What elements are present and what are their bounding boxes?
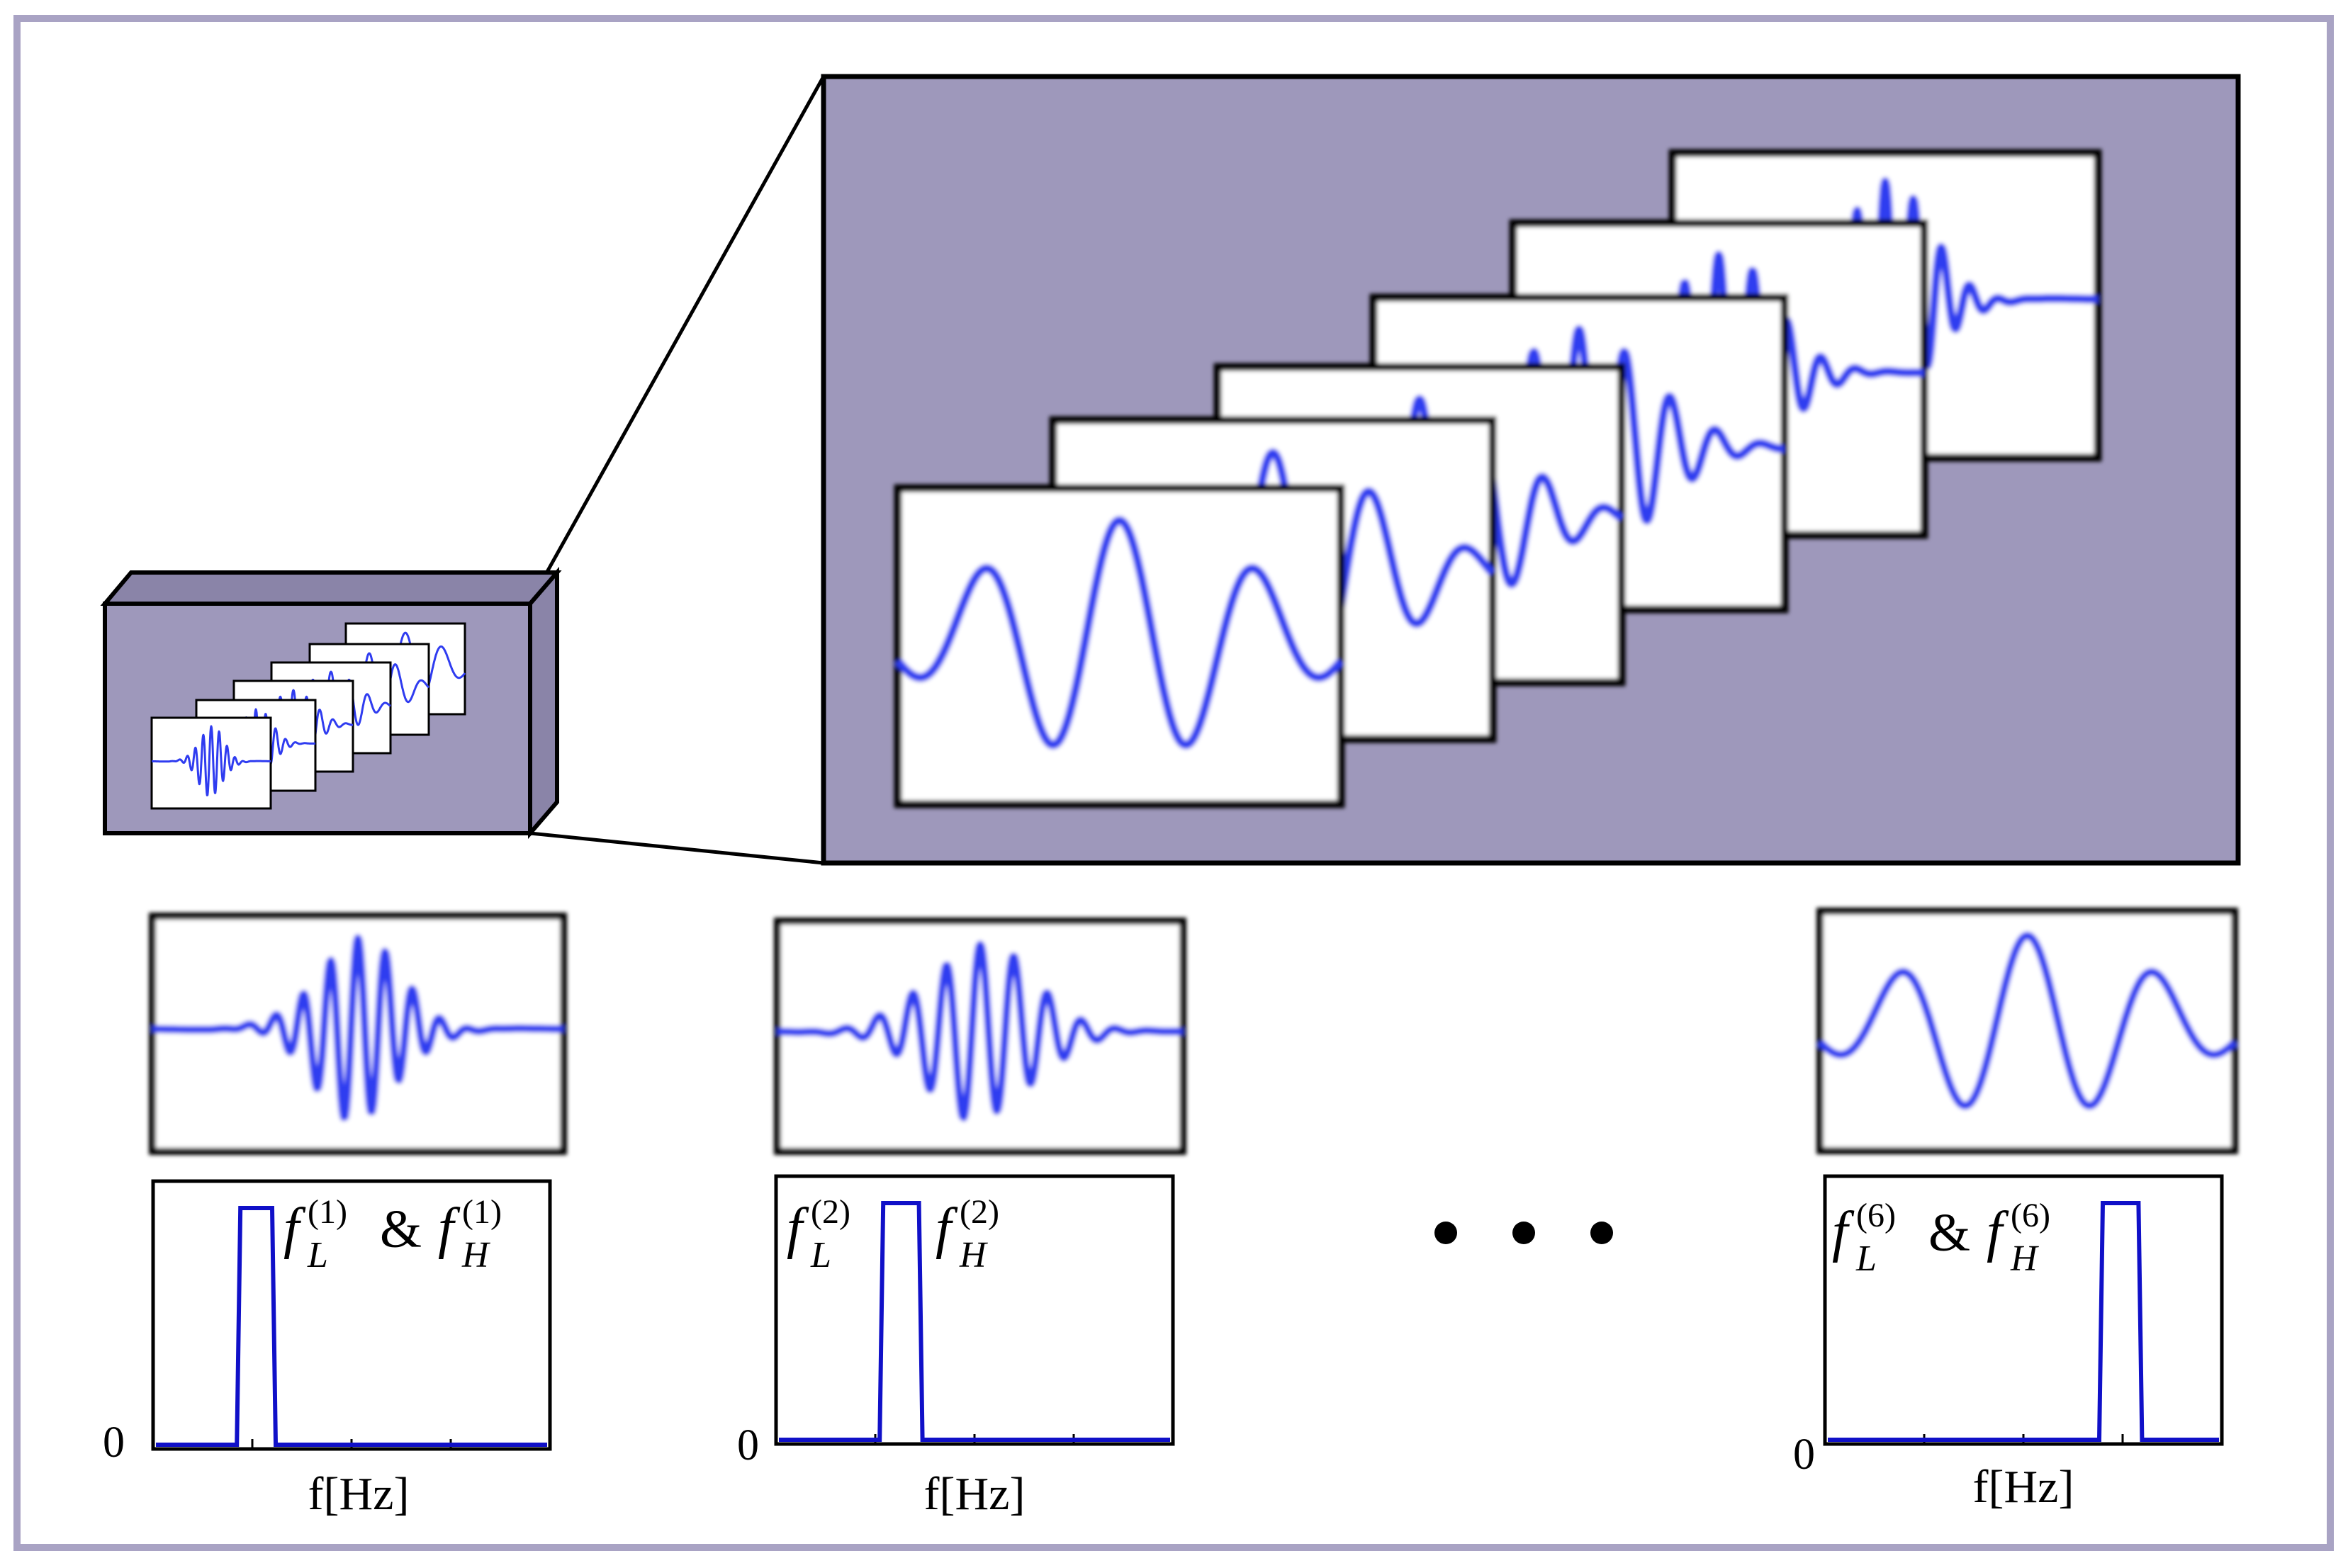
- bottom-wave-2-wave: [775, 940, 1186, 1122]
- ellipsis: [1434, 1222, 1613, 1244]
- cutoff-superscript: (6): [1856, 1197, 1896, 1234]
- large-plot-6-frame: [894, 484, 1345, 808]
- spectrum-frame: [1823, 1174, 2224, 1446]
- zoom-line-bottom: [529, 831, 824, 865]
- cutoff-superscript: (6): [2011, 1197, 2050, 1234]
- ampersand-label: &: [380, 1200, 422, 1259]
- xaxis-label: f[Hz]: [924, 1468, 1026, 1520]
- cutoff-superscript: (1): [308, 1193, 347, 1231]
- cutoff-subscript: H: [461, 1235, 490, 1275]
- large-waveform-stack: [894, 149, 2102, 808]
- ampersand-label: &: [1928, 1203, 1970, 1263]
- zero-label: 0: [103, 1418, 125, 1467]
- zoom-line-top: [528, 75, 826, 604]
- ellipsis-dot: [1434, 1222, 1457, 1244]
- ellipsis-dot: [1590, 1222, 1613, 1244]
- bottom-wave-3-frame: [1816, 908, 2238, 1154]
- large-plot-6-wave: [894, 516, 1344, 750]
- xaxis-label: f[Hz]: [1973, 1461, 2074, 1513]
- zero-label: 0: [737, 1421, 759, 1470]
- box-side-face: [528, 566, 559, 840]
- cutoff-superscript: (1): [462, 1193, 502, 1231]
- cutoff-subscript: L: [307, 1235, 328, 1275]
- zero-label: 0: [1793, 1431, 1815, 1479]
- xaxis-label: f[Hz]: [308, 1468, 410, 1520]
- cutoff-superscript: (2): [811, 1193, 850, 1231]
- cutoff-subscript: H: [2010, 1239, 2039, 1279]
- passband-trace: [156, 1206, 547, 1447]
- passband-trace: [1828, 1201, 2219, 1442]
- ellipsis-dot: [1512, 1222, 1535, 1244]
- cutoff-subscript: L: [1855, 1239, 1877, 1279]
- bottom-wave-1-wave: [150, 934, 566, 1122]
- cutoff-subscript: H: [959, 1235, 988, 1275]
- small-waveform-stack: [150, 622, 466, 810]
- bottom-waveforms: [149, 908, 2238, 1155]
- spectrum-frame: [151, 1179, 552, 1451]
- bottom-wave-2-frame: [774, 918, 1186, 1155]
- cutoff-subscript: L: [810, 1235, 831, 1275]
- spectrum-frame: [774, 1174, 1175, 1446]
- small-plot-6-wave: [151, 725, 271, 796]
- cutoff-superscript: (2): [960, 1193, 999, 1231]
- bottom-wave-3-wave: [1817, 932, 2237, 1110]
- passband-trace: [779, 1201, 1170, 1442]
- box-top-face: [100, 570, 562, 606]
